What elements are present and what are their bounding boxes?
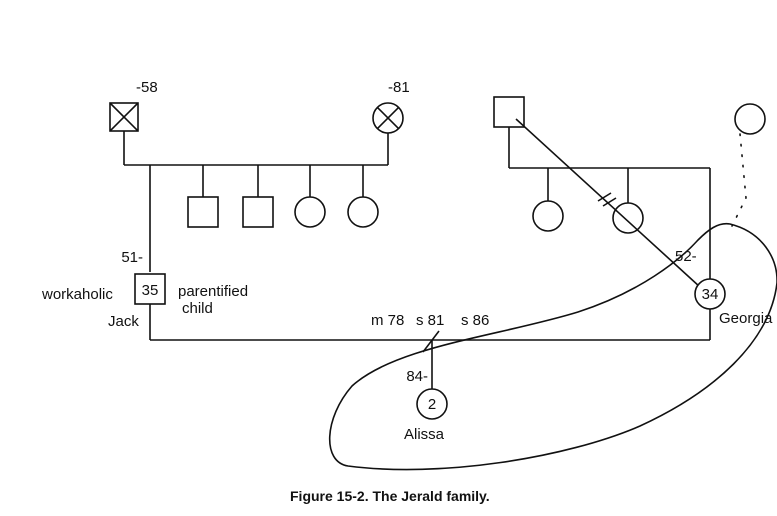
alissa-birth-year: 84- xyxy=(406,368,428,385)
georgia-birth-year: 52- xyxy=(675,248,697,265)
separation-slash xyxy=(422,330,440,353)
maternal-sibship-lines xyxy=(547,168,711,280)
paternal-sibling-female-2 xyxy=(347,196,379,228)
maternal-sibling-female-1 xyxy=(532,200,564,232)
maternal-grandmother xyxy=(734,103,766,135)
paternal-sibling-male-1 xyxy=(187,196,219,228)
paternal-sibling-female-1 xyxy=(294,196,326,228)
figure-caption: Figure 15-2. The Jerald family. xyxy=(290,488,490,504)
paternal-grandfather xyxy=(109,102,139,132)
alissa-name: Alissa xyxy=(404,426,445,443)
paternal-sibling-male-2 xyxy=(242,196,274,228)
jack-age: 35 xyxy=(142,282,159,299)
alliance-triangle-outline xyxy=(328,222,777,471)
maternal-sibling-female-2 xyxy=(612,202,644,234)
georgia-age: 34 xyxy=(702,286,719,303)
marriage-line xyxy=(149,304,711,341)
jack-symbol xyxy=(134,273,166,305)
paternal-grandmother xyxy=(372,102,404,134)
jack-label-right-1: parentified xyxy=(178,283,248,300)
paternal-marriage-line xyxy=(123,131,389,166)
jack-name: Jack xyxy=(108,313,139,330)
cutoff-marks xyxy=(597,192,617,207)
paternal-grandfather-death: -58 xyxy=(136,79,158,96)
maternal-marriage-line xyxy=(508,127,710,169)
alissa-age: 2 xyxy=(428,396,436,413)
jack-label-left: workaholic xyxy=(41,286,113,303)
maternal-dotted-line xyxy=(731,133,747,227)
jack-label-right-2: child xyxy=(182,300,213,317)
marriage-separated-date-2: s 86 xyxy=(461,312,489,329)
marriage-married-date: m 78 xyxy=(371,312,404,329)
paternal-grandmother-death: -81 xyxy=(388,79,410,96)
alissa-symbol xyxy=(416,388,448,420)
maternal-grandfather xyxy=(493,96,525,128)
georgia-name: Georgia xyxy=(719,310,773,327)
paternal-sibship-lines xyxy=(149,165,364,272)
marriage-separated-date: s 81 xyxy=(416,312,444,329)
jack-birth-year: 51- xyxy=(121,249,143,266)
